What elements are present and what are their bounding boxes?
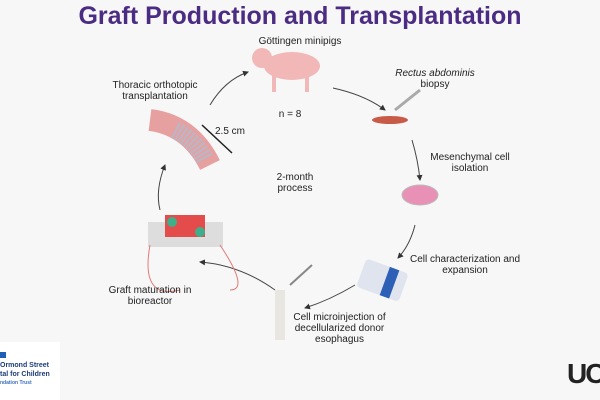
label-isolation: Mesenchymal cell isolation <box>430 152 510 174</box>
pig-illustration <box>252 48 320 92</box>
label-microinjection: Cell microinjection of decellularized do… <box>293 312 386 345</box>
label-maturation: Graft maturation in bioreactor <box>108 285 192 307</box>
ucl-logo: UC <box>567 358 600 389</box>
label-pigs: Göttingen minipigs <box>258 36 342 47</box>
gosh-line3: ndation Trust <box>0 380 32 386</box>
label-length: 2.5 cm <box>214 126 245 137</box>
label-biopsy: biopsy <box>420 79 450 90</box>
gosh-logo-mark <box>0 352 6 358</box>
esophagus-graft <box>148 109 233 171</box>
label-transplant: Thoracic orthotopic transplantation <box>112 80 198 102</box>
label-characterization: Cell characterization and expansion <box>409 254 521 276</box>
petri-dish <box>401 184 439 206</box>
cycle-arrows <box>157 70 423 310</box>
bioreactor <box>147 215 239 292</box>
donor-esophagus <box>275 264 313 340</box>
label-biopsy-italic: Rectus abdominis <box>395 68 475 79</box>
label-n: n = 8 <box>278 109 302 120</box>
gosh-line1: Ormond Street <box>0 362 50 369</box>
gosh-logo: Ormond Street tal for Children ndation T… <box>0 342 60 400</box>
biopsy-illustration <box>372 88 421 124</box>
flasks <box>357 259 408 301</box>
slide-title: Graft Production and Transplantation <box>78 2 522 30</box>
label-center: 2-month process <box>276 172 314 194</box>
gosh-line2: tal for Children <box>0 371 50 378</box>
